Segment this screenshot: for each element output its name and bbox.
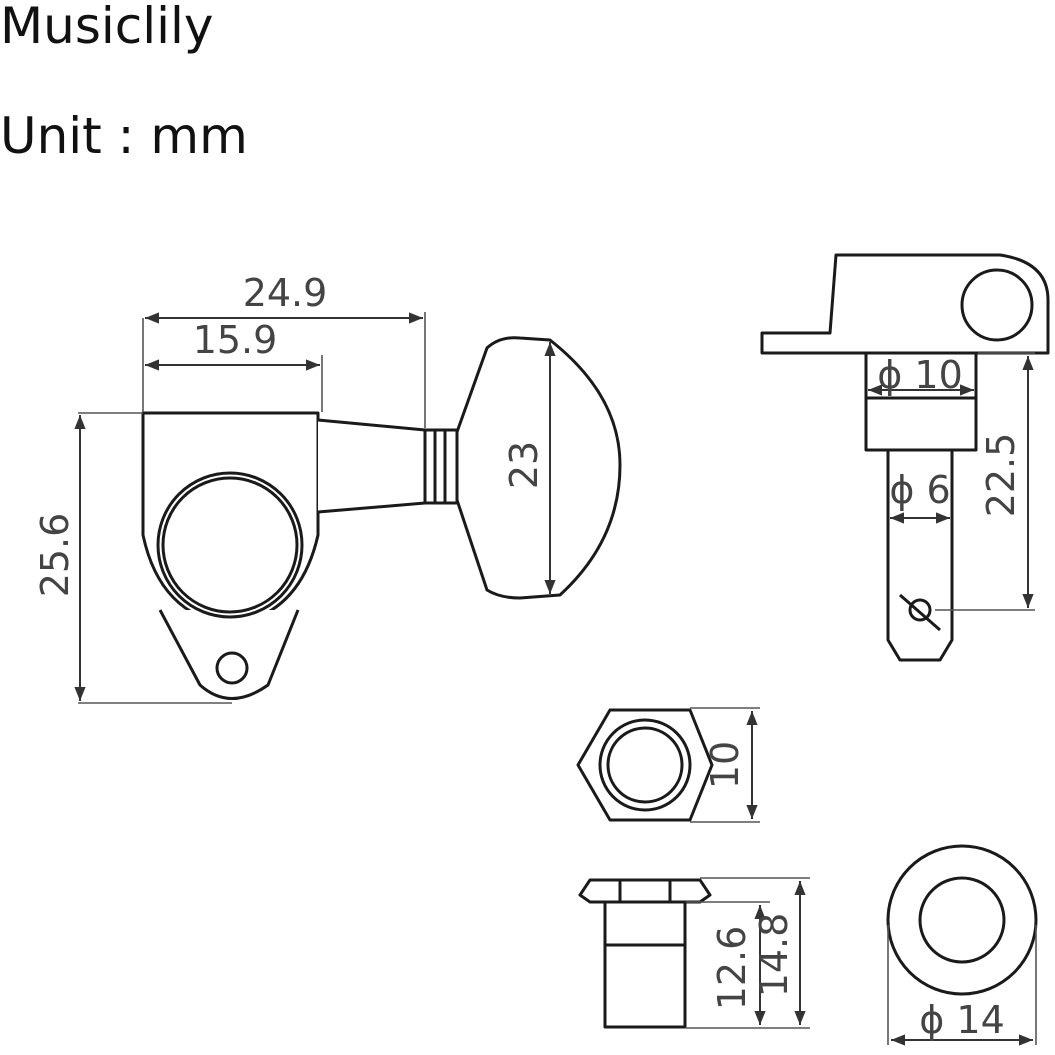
side-gear-circle [960,268,1034,342]
tuner-side-view [760,253,1050,662]
side-dimensions [868,352,1035,611]
brand-title: Musiclily [0,0,214,55]
bushing-side [578,877,810,1029]
tuner-button [455,336,622,600]
screw-hole [215,651,249,685]
hex-nut-inner-ring [606,726,684,804]
button-height-label: 23 [502,441,546,489]
gear-housing-inner [161,476,299,614]
shaft [317,418,427,514]
body-height-label: 25.6 [33,513,77,598]
side-sleeve [864,351,978,452]
hex-nut [576,707,760,823]
string-post [886,448,954,662]
front-dimensions [74,312,556,704]
washer-diameter-label: ϕ 14 [919,998,1005,1042]
body-width-label: 15.9 [193,318,278,362]
bushing-total-height-label: 14.8 [752,913,796,998]
total-width-label: 24.9 [243,271,328,315]
bushing-body [603,900,687,1029]
nut-size-label: 10 [703,741,747,789]
tuner-front-view [141,336,622,700]
shaft-collar [423,428,459,505]
washer [886,844,1038,1046]
unit-label: Unit : mm [0,107,248,165]
bushing-inner-height-label: 12.6 [710,926,754,1011]
post-diameter-label: ϕ 6 [889,468,950,512]
sleeve-diameter-label: ϕ 10 [877,353,963,397]
washer-inner [918,876,1006,964]
bushing-flange [578,878,712,904]
post-height-label: 22.5 [979,433,1023,518]
